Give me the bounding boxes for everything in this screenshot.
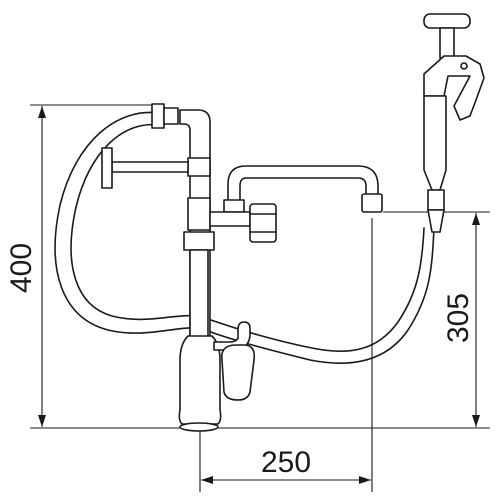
dimension-reach-250: 250 [199, 218, 373, 492]
dimension-height-305: 305 [215, 211, 490, 429]
trigger-pivot [460, 62, 468, 70]
lower-column [189, 249, 209, 341]
spray-grip-ring [427, 189, 445, 211]
lever-neck [213, 321, 251, 351]
spray-trigger-body [423, 55, 485, 121]
spray-nozzle [423, 13, 471, 29]
spout [223, 165, 383, 213]
valve-stem [111, 161, 189, 173]
dimension-label-400: 400 [5, 243, 38, 293]
faucet-column [151, 103, 215, 341]
valve-handle [101, 147, 113, 189]
side-outlet-valve [209, 203, 277, 243]
dimension-height-400: 400 [5, 104, 190, 429]
dimension-label-250: 250 [261, 446, 311, 479]
spout-aerator [361, 193, 383, 213]
mixer-body [178, 321, 256, 432]
lever-handle [220, 344, 256, 401]
hose-coupling [163, 107, 179, 125]
spout-tube [227, 165, 379, 207]
tee-ring [183, 231, 215, 251]
outlet-pipe [209, 211, 251, 227]
shutoff-valve-left [101, 147, 189, 189]
spray-handle [423, 95, 447, 191]
mixer-base [179, 422, 219, 432]
spout-base-nut [223, 199, 245, 213]
spray-neck [439, 27, 455, 59]
spray-hose-connector [427, 209, 445, 233]
spray-head [423, 13, 485, 233]
pipe-collar [187, 157, 211, 177]
hose-nut [151, 103, 165, 129]
tee-body [187, 197, 211, 231]
dimension-label-305: 305 [442, 293, 475, 343]
outlet-valve-body [249, 203, 277, 243]
